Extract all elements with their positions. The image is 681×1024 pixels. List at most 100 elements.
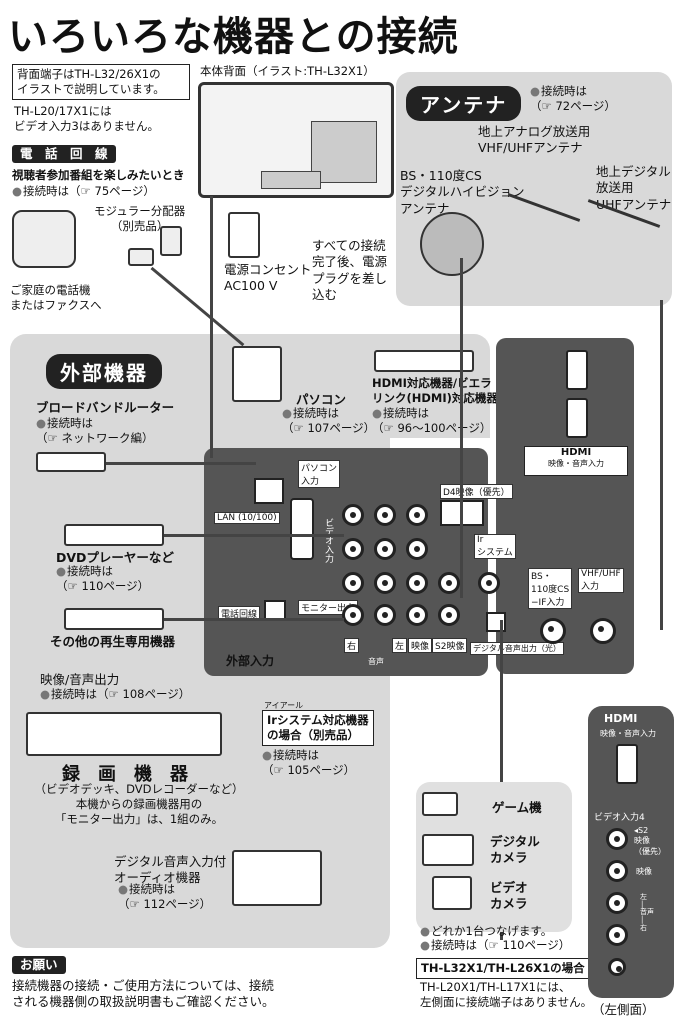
bs-input-jack[interactable] [540,618,566,644]
optical-out-port[interactable] [486,612,506,632]
dvd-player-icon [64,524,164,546]
video3-jack-1[interactable] [342,572,364,594]
game-console-icon [422,792,458,816]
dvd-cable [164,534,344,537]
video1-jack-3[interactable] [406,504,428,526]
phone-port[interactable] [264,600,286,620]
recorder-label: 録 画 機 器 [62,764,188,785]
side-s2-label: ◂S2 映像 （優先） [634,826,666,856]
laptop-icon [232,346,282,402]
router-label: ブロードバンドルーター [36,400,175,415]
lan-port[interactable] [254,478,284,504]
side-s-video-jack[interactable] [606,828,628,850]
side-audio-label: 左 │ 音声 │ 右 [640,893,654,932]
optical-cable [500,620,503,940]
player-icon [64,608,164,630]
player-cable [164,618,344,621]
model-note: TH-L20X1/TH-L17X1には、 左側面に接続端子はありません。 [420,980,593,1009]
video2-jack-3[interactable] [406,538,428,560]
video2-jack-2[interactable] [374,538,396,560]
right-label: 右 [344,638,360,653]
video2-jack-1[interactable] [342,538,364,560]
tv-stand-mount [261,171,321,189]
bs-input-label: BS・ 110度CS −IF入力 [528,568,573,609]
s-video3-jack[interactable] [438,572,460,594]
phone-ref: 接続時は（☞ 75ページ） [12,184,155,199]
video-label: 映像 [408,638,433,653]
phone-line-badge: 電 話 回 線 [12,145,116,164]
video1-jack-1[interactable] [342,504,364,526]
video3-jack-3[interactable] [406,572,428,594]
dvd-label: DVDプレーヤーなど [56,550,174,565]
recorder-icon [26,712,222,756]
hdmi-device-icon [374,350,474,372]
video-camera-icon [432,876,472,910]
telephone-icon [12,210,76,268]
ir-system-jack[interactable] [478,572,500,594]
power-plug-note: すべての接続 完了後、電源 プラグを差し 込む [312,238,388,302]
lan-cable [106,462,256,465]
d4-label: D4映像（優先） [440,484,513,499]
rear-caption: 本体背面（イラスト:TH-L32X1） [200,64,375,78]
wall-jack-icon [160,226,182,256]
pc-input-port[interactable] [290,498,314,560]
power-outlet-label: 電源コンセント AC100 V [224,262,312,294]
video1-jack-2[interactable] [374,504,396,526]
hdmi-device-label: HDMI対応機器/ビエラ リンク(HDMI)対応機器 [372,376,498,405]
monitor-jack-3[interactable] [406,604,428,626]
digital-antenna-label: 地上デジタル 放送用 UHFアンテナ [596,164,672,212]
recorder-sub: （ビデオデッキ、DVDレコーダーなど） 本機からの録画機器用の 「モニター出力」… [34,782,244,826]
phone-desc: 視聴者参加番組を楽しみたいとき [12,168,185,182]
request-text: 接続機器の接続・ご使用方法については、接続 される機器側の取扱説明書もご確認くだ… [12,978,275,1010]
side-video-label: 映像 [636,867,652,876]
ir-device-label: Irシステム対応機器 の場合（別売品） [262,710,374,746]
dvd-ref: 接続時は （☞ 110ページ） [56,564,149,594]
bs-cable [460,258,463,598]
rear-terminal-note: 背面端子はTH-L32/26X1の イラストで説明しています。 [12,64,190,100]
modular-splitter-icon [128,248,154,266]
av-out-ref: 接続時は（☞ 108ページ） [40,687,190,702]
pc-label: パソコン [296,392,347,407]
side-video-jack[interactable] [606,860,628,882]
lan-label: LAN (10/100) [214,512,280,524]
power-outlet-icon [228,212,260,258]
s2-video-label: S2映像 [432,638,468,653]
side-audio-left-jack[interactable] [606,892,628,914]
side-ref: 接続時は（☞ 110ページ） [420,938,570,953]
ir-system-label: Ir システム [474,534,516,559]
headphone-jack[interactable] [608,958,626,976]
tv-terminal-area [311,121,377,183]
video3-jack-2[interactable] [374,572,396,594]
hdmi3-port[interactable] [616,744,638,784]
other-player-label: その他の再生専用機器 [50,634,176,649]
ir-ruby: アイアール [264,701,304,710]
audio-label: 音声 [368,657,384,666]
digital-camera-icon [422,834,474,866]
hdmi-input-label: 映像・音声入力 [548,459,604,468]
side-audio-right-jack[interactable] [606,924,628,946]
splitter-label: モジュラー分配器 （別売品） [94,204,186,233]
hdmi-panel-label: HDMI 映像・音声入力 [524,446,628,476]
hdmi-device-ref: 接続時は （☞ 96～100ページ） [372,406,491,436]
ir-device-ref: 接続時は （☞ 105ページ） [262,748,355,778]
side-hdmi-logo: HDMI [604,712,638,725]
hdmi2-port[interactable] [566,398,588,438]
vhf-input-label: VHF/UHF 入力 [578,568,624,593]
pc-input-label: パソコン 入力 [298,460,341,488]
monitor-jack-1[interactable] [342,604,364,626]
satellite-dish-icon [420,212,484,276]
uhf-cable [660,300,663,630]
side-hdmi-label: 映像・音声入力 [600,729,656,738]
video-camera-label: ビデオ カメラ [490,880,528,912]
bs-antenna-label: BS・110度CS デジタルハイビジョン アンテナ [400,168,525,216]
vhf-input-jack[interactable] [590,618,616,644]
router-ref: 接続時は （☞ ネットワーク編） [36,416,153,446]
video3-note: TH-L20/17X1には ビデオ入力3はありません。 [14,104,159,133]
analog-antenna-label: 地上アナログ放送用 VHF/UHFアンテナ [478,124,591,156]
router-icon [36,452,106,472]
monitor-jack-2[interactable] [374,604,396,626]
hdmi1-port[interactable] [566,350,588,390]
phone-dest: ご家庭の電話機 またはファクスへ [10,283,102,312]
antenna-badge: アンテナ [406,86,522,121]
monitor-s-jack[interactable] [438,604,460,626]
